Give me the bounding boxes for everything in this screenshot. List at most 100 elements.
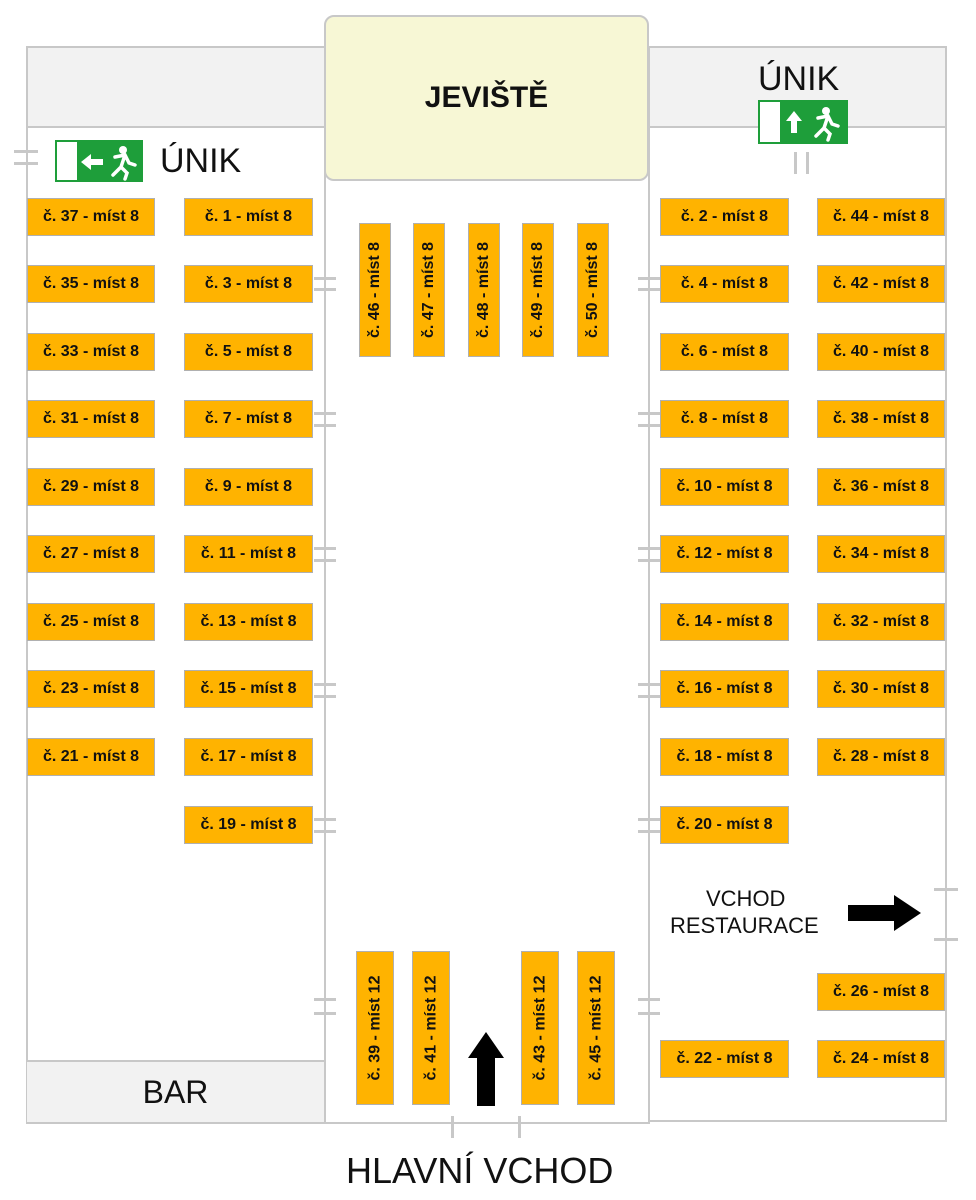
table-38[interactable]: č. 38 - míst 8: [817, 400, 945, 438]
door-mark: [934, 938, 958, 941]
door-mark: [638, 277, 660, 280]
table-33[interactable]: č. 33 - míst 8: [27, 333, 155, 371]
table-4[interactable]: č. 4 - míst 8: [660, 265, 789, 303]
door-mark: [314, 1012, 336, 1015]
table-47[interactable]: č. 47 - míst 8: [413, 223, 445, 357]
table-30[interactable]: č. 30 - míst 8: [817, 670, 945, 708]
door-mark: [451, 1116, 454, 1138]
door-mark: [14, 162, 38, 165]
table-32[interactable]: č. 32 - míst 8: [817, 603, 945, 641]
table-6[interactable]: č. 6 - míst 8: [660, 333, 789, 371]
table-43-label: č. 43 - míst 12: [531, 975, 549, 1081]
door-mark: [638, 559, 660, 562]
bar: BAR: [27, 1060, 324, 1122]
table-49[interactable]: č. 49 - míst 8: [522, 223, 554, 357]
table-20[interactable]: č. 20 - míst 8: [660, 806, 789, 844]
door-mark: [314, 818, 336, 821]
table-1[interactable]: č. 1 - míst 8: [184, 198, 313, 236]
exit-left-label: ÚNIK: [160, 142, 242, 180]
door-mark: [806, 152, 809, 174]
table-48-label: č. 48 - míst 8: [475, 241, 493, 339]
door-mark: [934, 888, 958, 891]
table-28[interactable]: č. 28 - míst 8: [817, 738, 945, 776]
table-50[interactable]: č. 50 - míst 8: [577, 223, 609, 357]
table-7[interactable]: č. 7 - míst 8: [184, 400, 313, 438]
door-mark: [638, 683, 660, 686]
door-mark: [638, 830, 660, 833]
table-46[interactable]: č. 46 - míst 8: [359, 223, 391, 357]
table-29[interactable]: č. 29 - míst 8: [27, 468, 155, 506]
table-39[interactable]: č. 39 - míst 12: [356, 951, 394, 1105]
door-mark: [638, 1012, 660, 1015]
door-mark: [314, 412, 336, 415]
table-37[interactable]: č. 37 - míst 8: [27, 198, 155, 236]
table-18[interactable]: č. 18 - míst 8: [660, 738, 789, 776]
table-27[interactable]: č. 27 - míst 8: [27, 535, 155, 573]
table-5[interactable]: č. 5 - míst 8: [184, 333, 313, 371]
door-mark: [314, 424, 336, 427]
door-mark: [314, 547, 336, 550]
exit-up-sign-icon: [758, 100, 848, 144]
table-10[interactable]: č. 10 - míst 8: [660, 468, 789, 506]
table-24[interactable]: č. 24 - míst 8: [817, 1040, 945, 1078]
table-42[interactable]: č. 42 - míst 8: [817, 265, 945, 303]
table-3[interactable]: č. 3 - míst 8: [184, 265, 313, 303]
door-mark: [314, 998, 336, 1001]
door-mark: [314, 695, 336, 698]
door-mark: [314, 683, 336, 686]
door-mark: [638, 424, 660, 427]
door-mark: [638, 998, 660, 1001]
table-34[interactable]: č. 34 - míst 8: [817, 535, 945, 573]
door-mark: [314, 830, 336, 833]
table-46-label: č. 46 - míst 8: [366, 241, 384, 339]
table-31[interactable]: č. 31 - míst 8: [27, 400, 155, 438]
restaurant-entry-label-2: RESTAURACE: [670, 913, 819, 938]
entry-arrow-up-icon: [468, 1032, 504, 1106]
table-11[interactable]: č. 11 - míst 8: [184, 535, 313, 573]
door-mark: [638, 818, 660, 821]
table-22[interactable]: č. 22 - míst 8: [660, 1040, 789, 1078]
door-mark: [314, 288, 336, 291]
exit-left-sign-icon: [55, 140, 143, 182]
table-23[interactable]: č. 23 - míst 8: [27, 670, 155, 708]
table-41-label: č. 41 - míst 12: [422, 975, 440, 1081]
stage-label: JEVIŠTĚ: [424, 81, 549, 114]
table-21[interactable]: č. 21 - míst 8: [27, 738, 155, 776]
table-2[interactable]: č. 2 - míst 8: [660, 198, 789, 236]
table-45[interactable]: č. 45 - míst 12: [577, 951, 615, 1105]
door-mark: [638, 695, 660, 698]
table-36[interactable]: č. 36 - míst 8: [817, 468, 945, 506]
table-19[interactable]: č. 19 - míst 8: [184, 806, 313, 844]
table-41[interactable]: č. 41 - míst 12: [412, 951, 450, 1105]
table-48[interactable]: č. 48 - míst 8: [468, 223, 500, 357]
table-9[interactable]: č. 9 - míst 8: [184, 468, 313, 506]
table-13[interactable]: č. 13 - míst 8: [184, 603, 313, 641]
table-35[interactable]: č. 35 - míst 8: [27, 265, 155, 303]
table-49-label: č. 49 - míst 8: [529, 241, 547, 339]
door-mark: [314, 559, 336, 562]
restaurant-entry-label-1: VCHOD: [706, 886, 786, 911]
table-43[interactable]: č. 43 - míst 12: [521, 951, 559, 1105]
table-39-label: č. 39 - míst 12: [366, 975, 384, 1081]
exit-right-label: ÚNIK: [758, 60, 840, 98]
door-mark: [518, 1116, 521, 1138]
table-17[interactable]: č. 17 - míst 8: [184, 738, 313, 776]
table-16[interactable]: č. 16 - míst 8: [660, 670, 789, 708]
table-47-label: č. 47 - míst 8: [420, 241, 438, 339]
table-8[interactable]: č. 8 - míst 8: [660, 400, 789, 438]
table-44[interactable]: č. 44 - míst 8: [817, 198, 945, 236]
table-45-label: č. 45 - míst 12: [587, 975, 605, 1081]
table-14[interactable]: č. 14 - míst 8: [660, 603, 789, 641]
table-50-label: č. 50 - míst 8: [584, 241, 602, 339]
table-40[interactable]: č. 40 - míst 8: [817, 333, 945, 371]
door-mark: [14, 150, 38, 153]
left-top-band: [28, 48, 324, 128]
bar-label: BAR: [142, 1073, 209, 1110]
table-12[interactable]: č. 12 - míst 8: [660, 535, 789, 573]
table-26[interactable]: č. 26 - míst 8: [817, 973, 945, 1011]
door-mark: [794, 152, 797, 174]
table-15[interactable]: č. 15 - míst 8: [184, 670, 313, 708]
table-25[interactable]: č. 25 - míst 8: [27, 603, 155, 641]
main-entry-label: HLAVNÍ VCHOD: [346, 1150, 614, 1191]
door-mark: [638, 547, 660, 550]
